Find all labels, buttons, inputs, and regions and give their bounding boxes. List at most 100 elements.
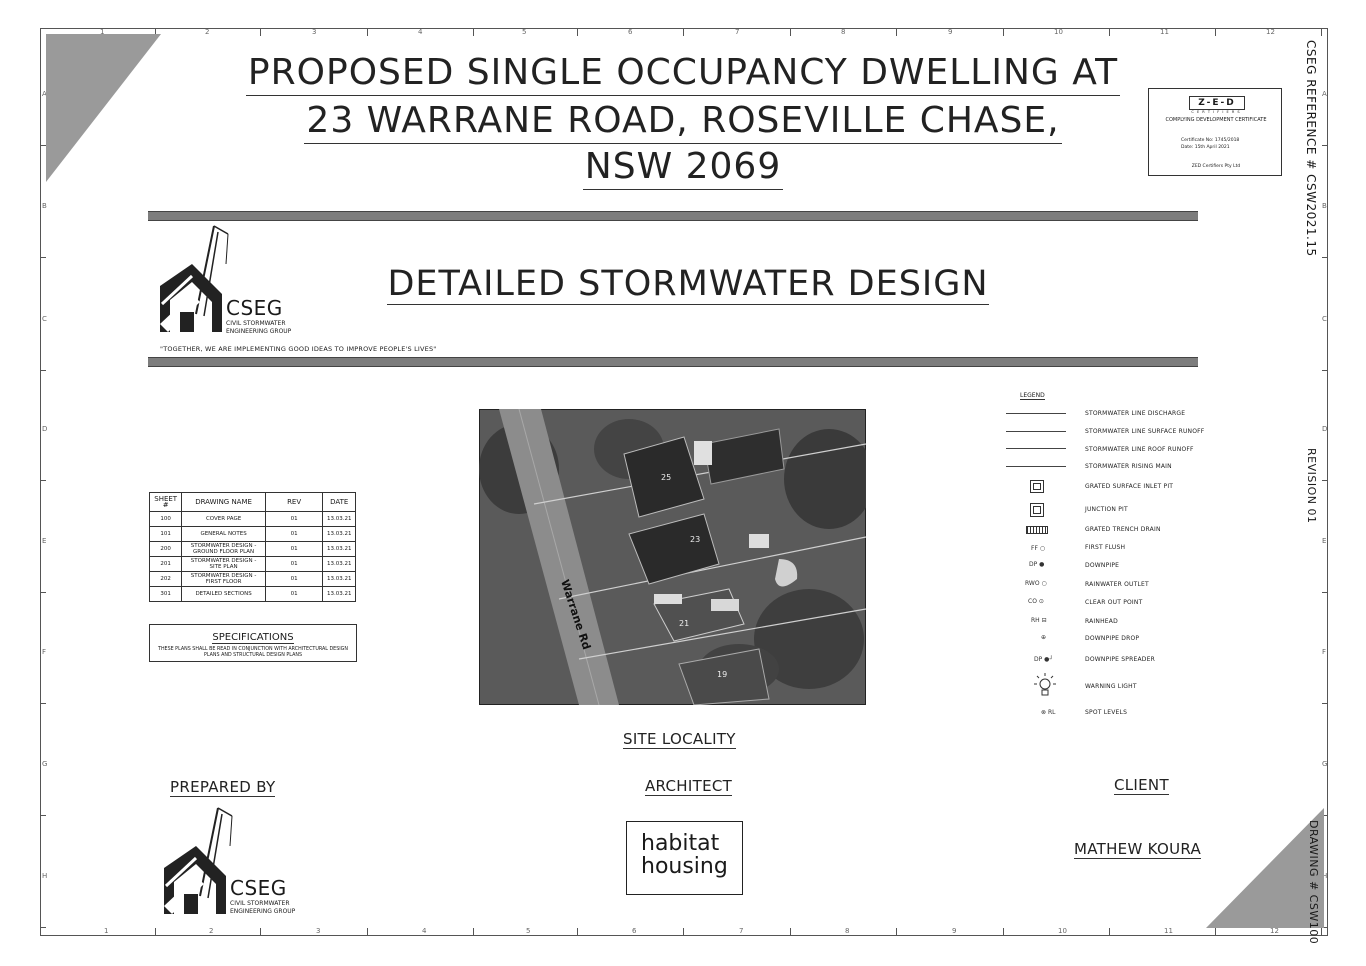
legend-line-roof xyxy=(1006,448,1066,449)
certificate-box: Z-E-D C E R T I F I E R S COMPLYING DEVE… xyxy=(1148,88,1282,176)
legend-item: CLEAR OUT POINT xyxy=(1085,599,1143,606)
legend-item: STORMWATER LINE DISCHARGE xyxy=(1085,410,1186,417)
divider-bar-bottom xyxy=(148,357,1198,367)
grid-tick xyxy=(790,928,791,936)
grid-row-label-left: D xyxy=(42,425,48,433)
grid-col-label-top: 12 xyxy=(1266,28,1275,36)
grid-row-label-right: B xyxy=(1322,202,1327,210)
corner-triangle-top-left xyxy=(46,34,161,182)
grid-tick xyxy=(40,592,46,593)
downpipe-spreader-icon: DP ●┘ xyxy=(1034,656,1054,663)
grid-tick xyxy=(1003,28,1004,36)
downpipe-drop-icon: ⊕ xyxy=(1041,634,1047,641)
grid-tick xyxy=(40,257,46,258)
client-label: CLIENT xyxy=(1114,776,1169,795)
grid-col-label-bottom: 8 xyxy=(845,927,850,935)
legend-item: RAINHEAD xyxy=(1085,618,1118,625)
grid-col-label-bottom: 11 xyxy=(1164,927,1173,935)
grid-col-label-bottom: 5 xyxy=(526,927,531,935)
grid-col-label-bottom: 9 xyxy=(952,927,957,935)
lot-number-25: 25 xyxy=(661,473,671,482)
specifications-box: SPECIFICATIONS THESE PLANS SHALL BE READ… xyxy=(149,624,357,662)
downpipe-icon: DP ● xyxy=(1029,561,1045,568)
rainwater-outlet-icon: RWO ○ xyxy=(1025,580,1047,587)
grid-tick xyxy=(40,815,46,816)
logo-tagline: "TOGETHER, WE ARE IMPLEMENTING GOOD IDEA… xyxy=(160,345,437,353)
grid-col-label-top: 5 xyxy=(522,28,527,36)
grid-row-label-right: G xyxy=(1322,760,1328,768)
grid-tick xyxy=(473,928,474,936)
legend-item: STORMWATER RISING MAIN xyxy=(1085,463,1172,470)
grid-col-label-top: 11 xyxy=(1160,28,1169,36)
grid-tick xyxy=(577,28,578,36)
warning-light-icon xyxy=(1034,673,1056,696)
client-name: MATHEW KOURA xyxy=(1074,840,1202,859)
habitat-housing-logo: habitat housing xyxy=(626,821,743,895)
grid-tick xyxy=(367,28,368,36)
grid-row-label-left: H xyxy=(42,872,48,880)
site-aerial-map: 25 23 21 19 Warrane Rd xyxy=(479,409,866,705)
grid-col-label-bottom: 7 xyxy=(739,927,744,935)
grid-col-label-top: 9 xyxy=(948,28,953,36)
grid-tick xyxy=(40,927,46,928)
legend-item: WARNING LIGHT xyxy=(1085,683,1137,690)
divider-bar-top xyxy=(148,211,1198,221)
grid-tick xyxy=(1109,928,1110,936)
prepared-by-label: PREPARED BY xyxy=(170,778,276,797)
legend-item: DOWNPIPE xyxy=(1085,562,1120,569)
table-header-row: SHEET # DRAWING NAME REV DATE xyxy=(148,492,356,512)
grid-col-label-top: 7 xyxy=(735,28,740,36)
grid-tick xyxy=(155,28,156,36)
grid-tick xyxy=(1215,28,1216,36)
grid-tick xyxy=(1003,928,1004,936)
grid-tick xyxy=(790,28,791,36)
cseg-crane-icon xyxy=(164,807,233,914)
lot-number-23: 23 xyxy=(690,535,700,544)
legend-item: DOWNPIPE SPREADER xyxy=(1085,656,1155,663)
grid-tick xyxy=(1322,370,1328,371)
grid-row-label-right: A xyxy=(1322,90,1327,98)
grid-tick xyxy=(40,703,46,704)
grid-tick xyxy=(40,145,46,146)
grid-row-label-left: B xyxy=(42,202,47,210)
grid-tick xyxy=(1321,928,1322,936)
grid-tick xyxy=(1322,257,1328,258)
site-locality-label: SITE LOCALITY xyxy=(623,730,736,749)
grid-tick xyxy=(40,370,46,371)
cseg-logo-bottom: CSEG CIVIL STORMWATER ENGINEERING GROUP xyxy=(160,806,320,924)
grid-tick xyxy=(473,28,474,36)
grid-row-label-left: E xyxy=(42,537,47,545)
grid-tick xyxy=(1322,145,1328,146)
grid-tick xyxy=(1321,28,1322,36)
grid-tick xyxy=(155,928,156,936)
grid-col-label-top: 1 xyxy=(100,28,105,36)
grid-tick xyxy=(1322,592,1328,593)
rainhead-icon: RH ⊟ xyxy=(1031,617,1047,624)
grid-tick xyxy=(1322,703,1328,704)
legend-item: SPOT LEVELS xyxy=(1085,709,1128,716)
grid-row-label-right: H xyxy=(1322,872,1328,880)
legend-item: STORMWATER LINE ROOF RUNOFF xyxy=(1085,446,1194,453)
architect-label: ARCHITECT xyxy=(645,777,733,796)
grid-col-label-top: 2 xyxy=(205,28,210,36)
grid-row-label-right: F xyxy=(1322,648,1327,656)
corner-triangle-bottom-right xyxy=(1206,808,1324,928)
grid-tick xyxy=(40,480,46,481)
grid-col-label-bottom: 12 xyxy=(1270,927,1279,935)
grid-tick xyxy=(683,928,684,936)
grid-tick xyxy=(367,928,368,936)
grid-tick xyxy=(1215,928,1216,936)
cseg-logo-top: CSEG CIVIL STORMWATER ENGINEERING GROUP xyxy=(156,224,316,342)
grid-tick xyxy=(896,28,897,36)
drawing-subtitle: DETAILED STORMWATER DESIGN xyxy=(387,264,989,305)
grid-col-label-top: 4 xyxy=(418,28,423,36)
grid-row-label-left: G xyxy=(42,760,48,768)
legend-item: FIRST FLUSH xyxy=(1085,544,1126,551)
side-revision: REVISION 01 xyxy=(1305,448,1318,524)
grid-col-label-bottom: 2 xyxy=(209,927,214,935)
grid-tick xyxy=(260,928,261,936)
